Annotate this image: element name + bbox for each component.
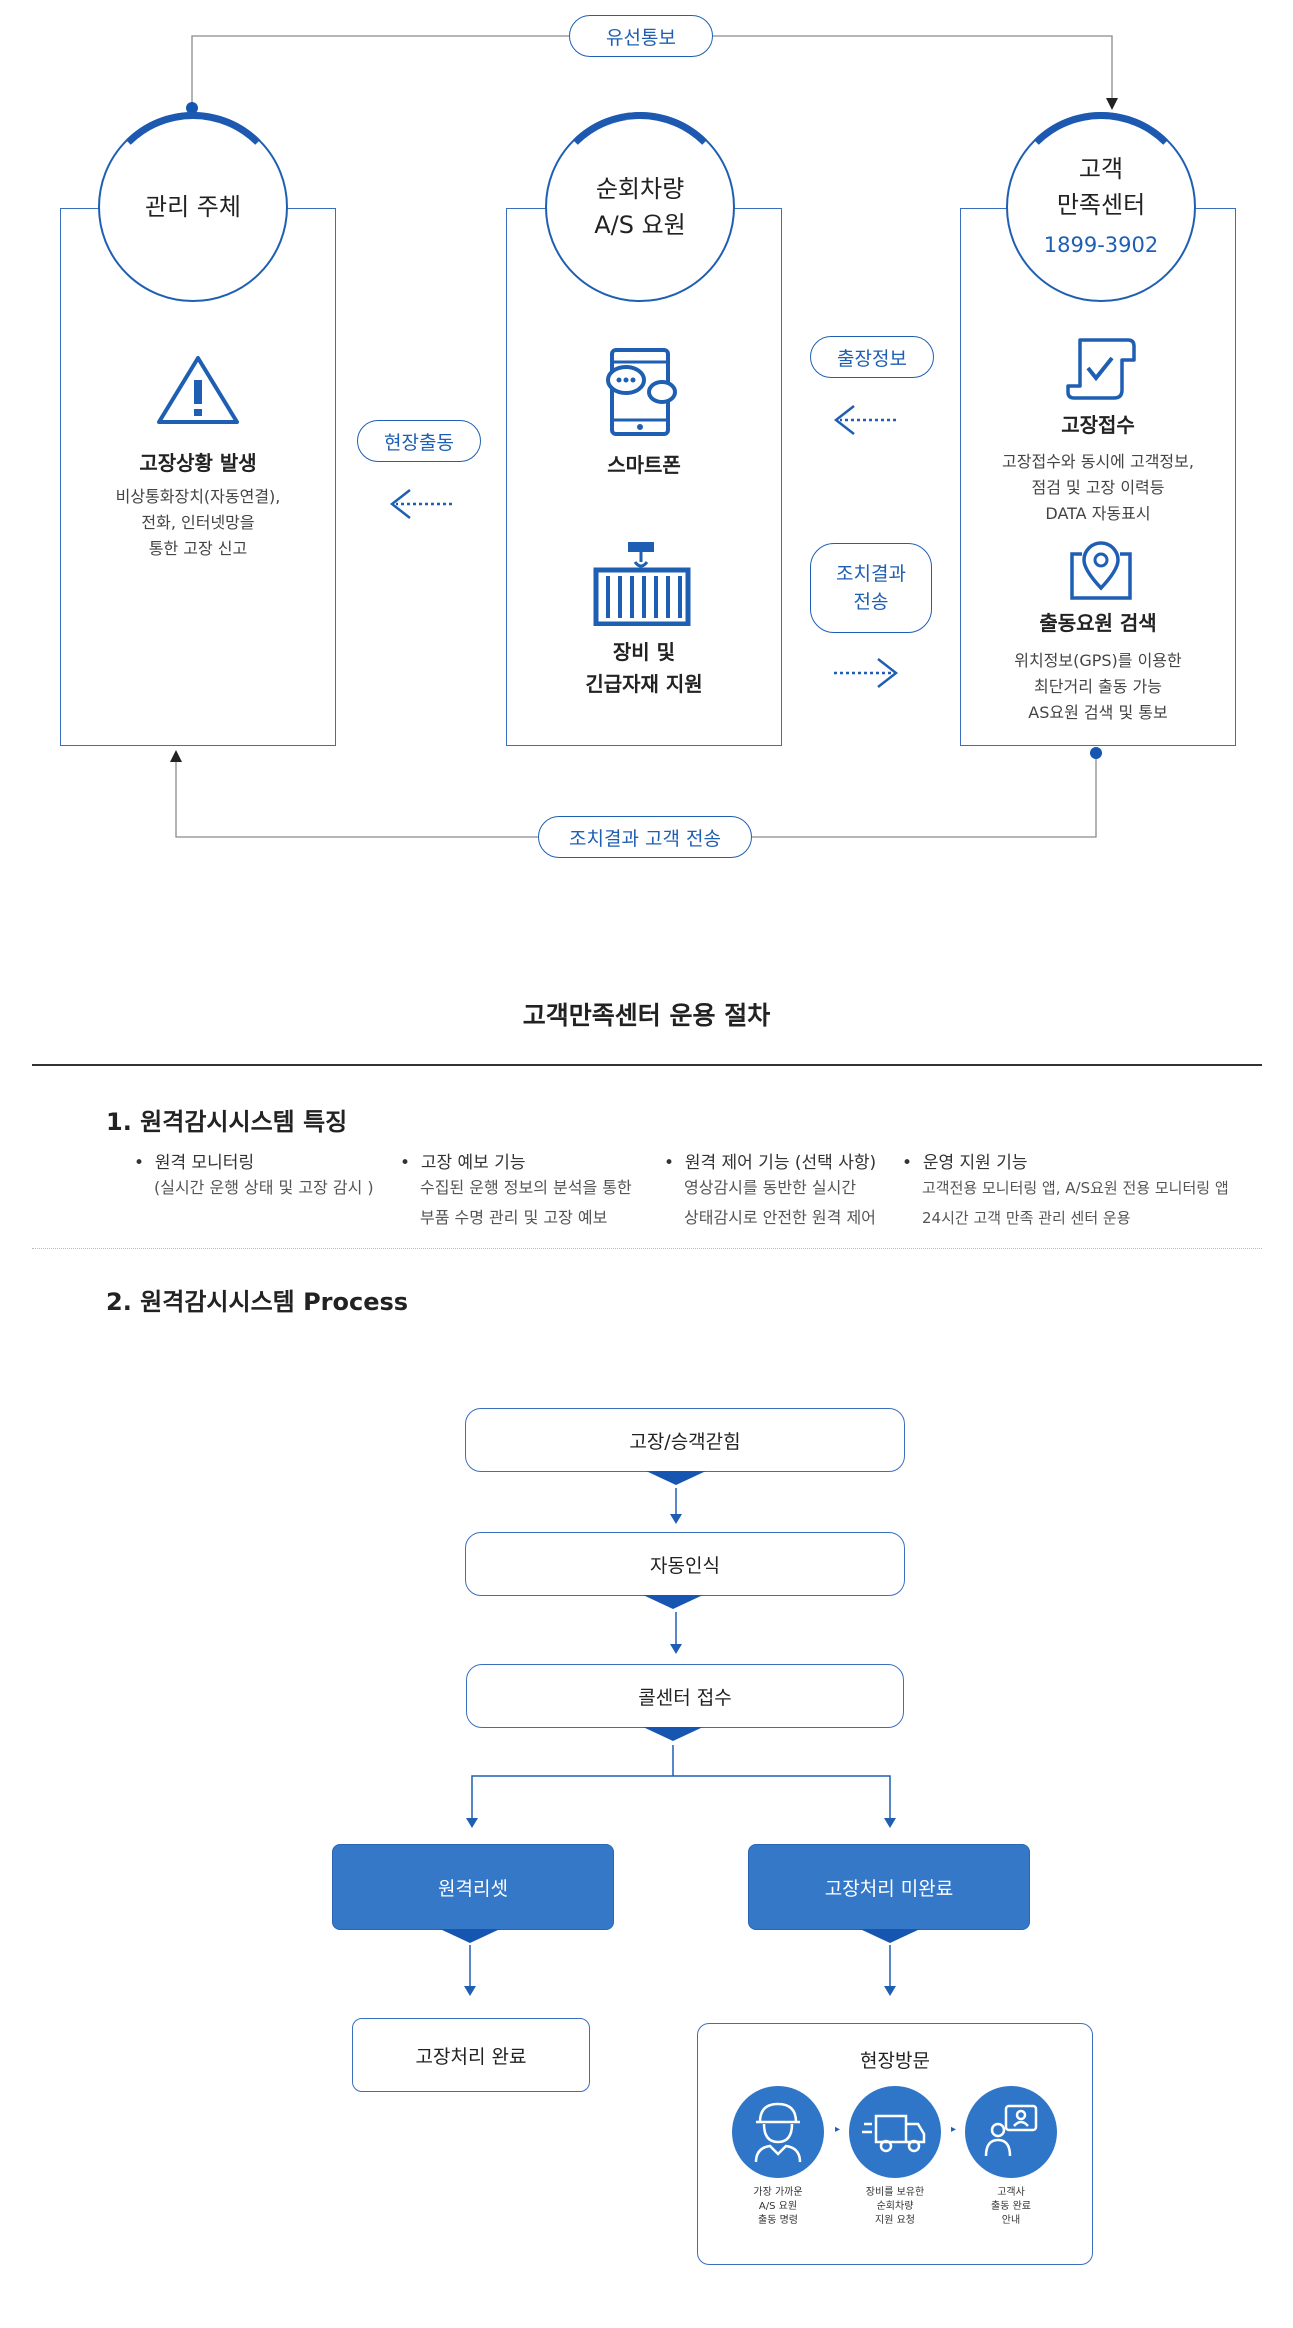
warning-icon [157,356,239,424]
pill-result-sent: 조치결과 전송 [810,543,932,633]
dotted-divider [32,1248,1262,1249]
left-title: 고장상황 발생 [139,451,257,475]
left-desc: 비상통화장치(자동연결), 전화, 인터넷망을 통한 고장 신고 [115,487,281,558]
features-heading: 1. 원격감시시스템 특징 [106,1108,348,1136]
visit-step-1 [732,2086,824,2178]
feature-item: • 운영 지원 기능 고객전용 모니터링 앱, A/S요원 전용 모니터링 앱 … [902,1148,1282,1233]
dotted-arrows [389,405,899,688]
feature-item: • 원격 모니터링 (실시간 운행 상태 및 고장 감시 ) [134,1148,394,1203]
step-pointer [440,1929,500,1943]
location-pin-icon [1070,541,1132,600]
pill-wired-notice: 유선통보 [569,15,713,57]
right-item1-title: 고장접수 [1061,413,1135,437]
process-branch-remote-reset: 원격리셋 [332,1844,614,1930]
circle-patrol: 순회차량 A/S 요원 [545,112,735,302]
circle-management: 관리 주체 [98,112,288,302]
feature-title: 원격 제어 기능 (선택 사항) [684,1153,877,1173]
feature-desc: 수집된 운행 정보의 분석을 통한 부품 수명 관리 및 고장 예보 [420,1178,632,1227]
container-icon [593,542,691,626]
pill-site-dispatch: 현장출동 [357,420,481,462]
right-item2-desc: 위치정보(GPS)를 이용한 최단거리 출동 가능 AS요원 검색 및 통보 [1014,651,1182,722]
arrow-right-1 [834,658,899,688]
visit-step-caption: 장비를 보유한 순회차량 지원 요청 [865,2187,925,2226]
arrow-left-2 [833,405,896,435]
middle-item1-title: 스마트폰 [607,453,681,477]
visit-step-caption: 가장 가까운 A/S 요원 출동 명령 [753,2187,803,2226]
step-pointer [643,1727,703,1741]
process-result-resolved: 고장처리 완료 [352,2018,590,2092]
process-branch-unresolved: 고장처리 미완료 [748,1844,1030,1930]
section-title: 고객만족센터 운용 절차 [522,1001,771,1030]
feature-item: • 고장 예보 기능 수집된 운행 정보의 분석을 통한 부품 수명 관리 및 … [400,1148,660,1233]
worker-helmet-icon [754,2102,802,2163]
customer-chat-icon [984,2104,1038,2157]
feature-title: 고장 예보 기능 [420,1153,526,1173]
feature-item: • 원격 제어 기능 (선택 사항) 영상감시를 동반한 실시간 상태감시로 안… [664,1148,904,1233]
smartphone-icon [606,348,677,436]
visit-step-caption: 고객사 출동 완료 안내 [991,2187,1031,2226]
process-step-auto-detect: 자동인식 [465,1532,905,1596]
process-heading: 2. 원격감시시스템 Process [106,1288,409,1316]
pill-result-sent-text: 조치결과 전송 [836,563,906,613]
feature-desc: 고객전용 모니터링 앱, A/S요원 전용 모니터링 앱 24시간 고객 만족 … [922,1179,1229,1227]
site-visit-title: 현장방문 [860,2050,930,2072]
step-pointer [646,1471,706,1485]
visit-arrow: ▸ [835,2124,841,2135]
right-item1-desc: 고장접수와 동시에 고객정보, 점검 및 고장 이력등 DATA 자동표시 [1002,452,1194,523]
pill-result-sent-to-customer: 조치결과 고객 전송 [538,816,752,858]
visit-arrow: ▸ [951,2124,957,2135]
process-step-call-center: 콜센터 접수 [466,1664,904,1728]
circle-customer-center: 고객 만족센터 1899-3902 [1006,112,1196,302]
section-divider [32,1064,1262,1066]
step-pointer [860,1929,920,1943]
visit-step-3 [965,2086,1057,2178]
document-check-icon [1066,338,1136,400]
middle-item2-title: 장비 및 긴급자재 지원 [585,640,703,696]
feature-title: 원격 모니터링 [154,1153,255,1173]
feature-desc: 영상감시를 동반한 실시간 상태감시로 안전한 원격 제어 [684,1178,876,1227]
pill-trip-info: 출장정보 [810,336,934,378]
truck-icon [862,2114,926,2153]
feature-title: 운영 지원 기능 [922,1153,1028,1173]
right-item2-title: 출동요원 검색 [1039,611,1157,635]
feature-desc: (실시간 운행 상태 및 고장 감시 ) [154,1178,374,1197]
process-step-failure: 고장/승객갇힘 [465,1408,905,1472]
arrow-left-1 [389,489,452,519]
step-pointer [643,1595,703,1609]
